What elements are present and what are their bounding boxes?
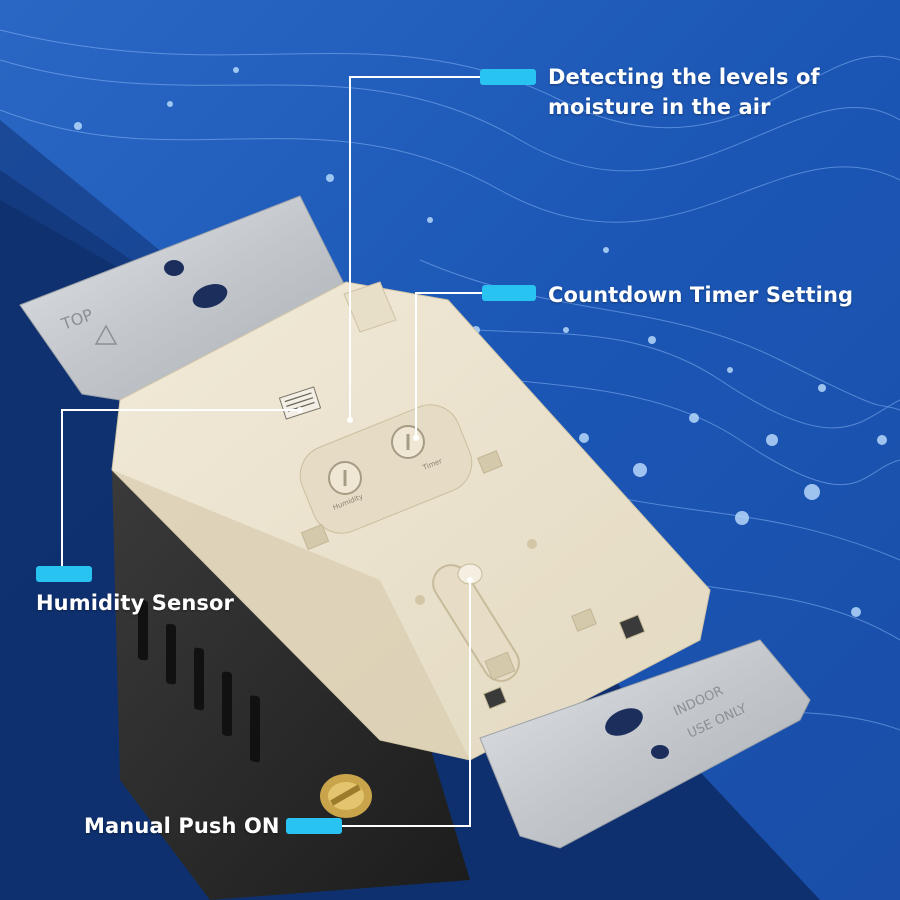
callout-manual-push: Manual Push ON <box>84 814 280 838</box>
moisture-tag <box>480 69 536 85</box>
humidity-sensor-tag <box>36 566 92 582</box>
callout-timer: Countdown Timer Setting <box>548 283 854 307</box>
leader-moisture <box>349 76 480 420</box>
callout-humidity-sensor: Humidity Sensor <box>36 591 234 615</box>
timer-tag <box>482 285 536 301</box>
terminal-screw <box>320 774 372 818</box>
manual-push-button <box>432 564 520 682</box>
leader-timer <box>415 292 482 438</box>
bottom-mounting-plate: INDOOR USE ONLY <box>479 639 811 849</box>
leader-dots <box>297 407 473 583</box>
device-housing <box>112 470 470 900</box>
device-face: Humidity Timer <box>111 281 711 761</box>
callout-moisture-line2: moisture in the air <box>548 95 771 119</box>
housing-vents <box>138 599 260 763</box>
leader-humidity-sensor <box>61 409 300 568</box>
manual-push-tag <box>286 818 342 834</box>
callout-moisture-line1: Detecting the levels of <box>548 65 820 89</box>
leader-manual-push <box>340 580 471 827</box>
leader-lines <box>61 76 482 827</box>
